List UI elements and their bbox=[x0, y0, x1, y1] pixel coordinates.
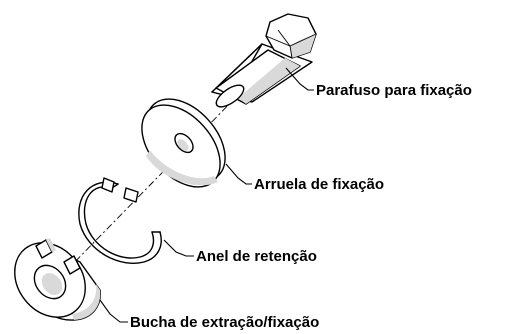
label-bushing: Bucha de extração/fixação bbox=[130, 314, 319, 331]
callout-washer: Arruela de fixação bbox=[225, 163, 384, 193]
assembly-axis bbox=[61, 41, 291, 276]
bolt-part bbox=[211, 13, 317, 108]
washer-part bbox=[141, 98, 226, 188]
label-bolt: Parafuso para fixação bbox=[316, 82, 472, 99]
label-ring: Anel de retenção bbox=[196, 248, 317, 265]
bushing-part bbox=[14, 238, 101, 321]
callout-bushing: Bucha de extração/fixação bbox=[99, 299, 319, 331]
callout-ring: Anel de retenção bbox=[163, 239, 317, 265]
retaining-ring-part bbox=[78, 177, 162, 264]
callout-bolt: Parafuso para fixação bbox=[285, 67, 472, 99]
label-washer: Arruela de fixação bbox=[254, 176, 384, 193]
